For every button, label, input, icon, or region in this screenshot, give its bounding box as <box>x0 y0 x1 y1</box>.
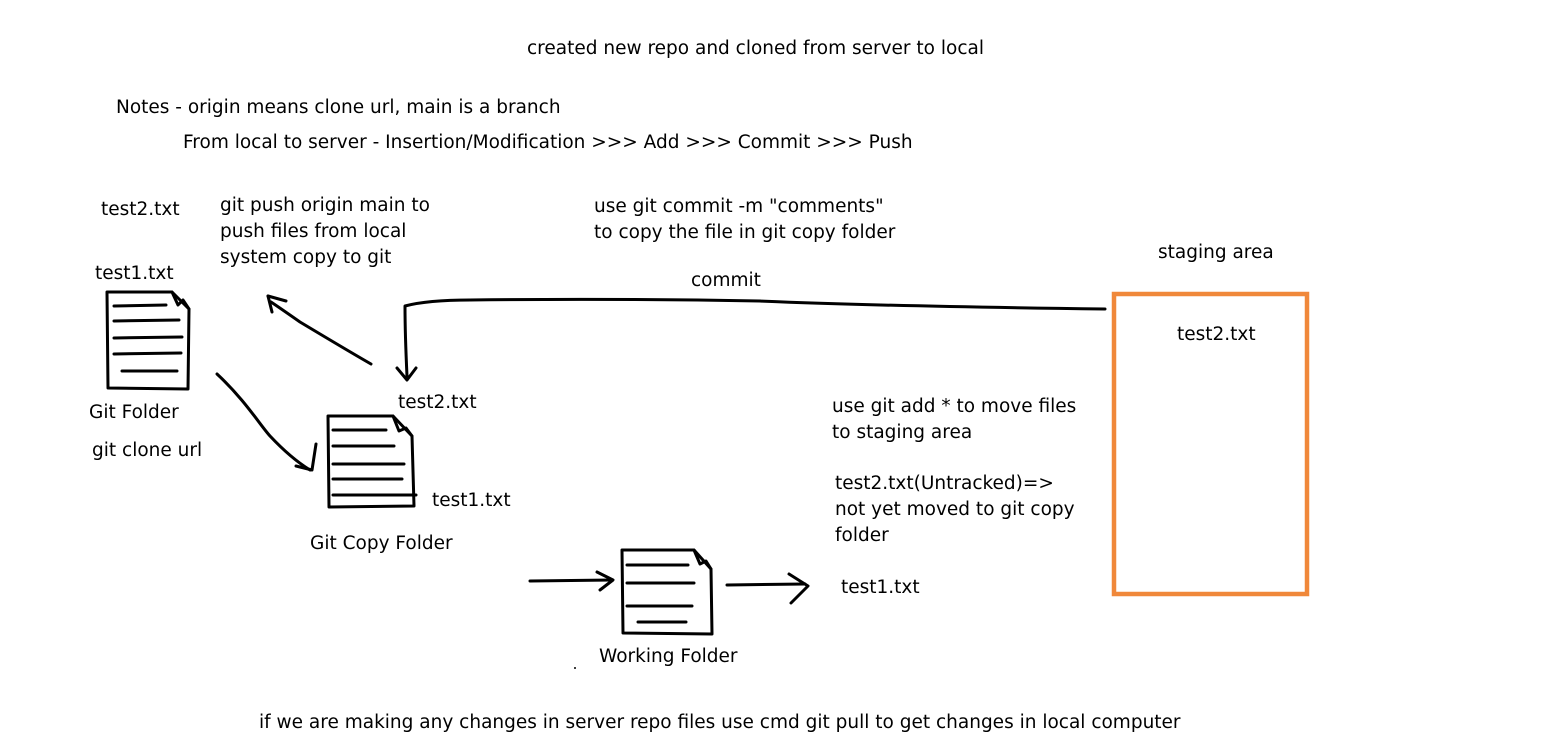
push-note-line: system copy to git <box>220 247 392 268</box>
push-note: git push origin main to push files from … <box>220 193 430 271</box>
commit-note: use git commit -m "comments" to copy the… <box>594 194 895 246</box>
git-folder-document-icon <box>105 290 191 391</box>
untracked-note-line: test2.txt(Untracked)=> <box>835 473 1054 494</box>
push-note-line: push files from local <box>220 221 407 242</box>
notes-line-1: Notes - origin means clone url, main is … <box>116 97 561 118</box>
git-folder-file-test1: test1.txt <box>95 263 174 284</box>
untracked-note-line: not yet moved to git copy <box>835 499 1075 520</box>
git-copy-file-test2: test2.txt <box>398 392 477 413</box>
commit-note-line: to copy the file in git copy folder <box>594 222 896 243</box>
git-copy-file-test1: test1.txt <box>432 490 511 511</box>
working-folder-document-icon <box>620 548 714 636</box>
stray-mark <box>574 667 576 669</box>
working-folder-label: Working Folder <box>599 646 738 667</box>
diagram-title: created new repo and cloned from server … <box>527 38 984 59</box>
working-folder-file: test1.txt <box>841 577 920 598</box>
git-copy-folder-label: Git Copy Folder <box>310 533 453 554</box>
add-note: use git add * to move files to staging a… <box>832 394 1076 446</box>
clone-arrow-icon <box>215 372 318 472</box>
untracked-note-line: folder <box>835 525 889 546</box>
staging-area-box <box>1111 291 1310 597</box>
git-clone-command: git clone url <box>92 440 203 461</box>
git-folder-label: Git Folder <box>89 402 179 423</box>
notes-line-2: From local to server - Insertion/Modific… <box>183 132 913 153</box>
staging-area-file: test2.txt <box>1177 324 1256 345</box>
working-in-arrow-icon <box>528 570 615 592</box>
footer-note: if we are making any changes in server r… <box>259 712 1181 733</box>
commit-note-line: use git commit -m "comments" <box>594 196 884 217</box>
git-folder-file-test2: test2.txt <box>101 199 180 220</box>
staging-area-label: staging area <box>1158 242 1274 263</box>
working-out-arrow-icon <box>725 572 810 605</box>
add-note-line: to staging area <box>832 422 973 443</box>
commit-arrow-label: commit <box>691 270 761 291</box>
untracked-note: test2.txt(Untracked)=> not yet moved to … <box>835 471 1075 549</box>
push-note-line: git push origin main to <box>220 195 430 216</box>
git-copy-folder-document-icon <box>326 414 418 509</box>
commit-arrow-icon <box>395 297 1107 382</box>
add-note-line: use git add * to move files <box>832 396 1077 417</box>
push-arrow-icon <box>266 294 373 366</box>
